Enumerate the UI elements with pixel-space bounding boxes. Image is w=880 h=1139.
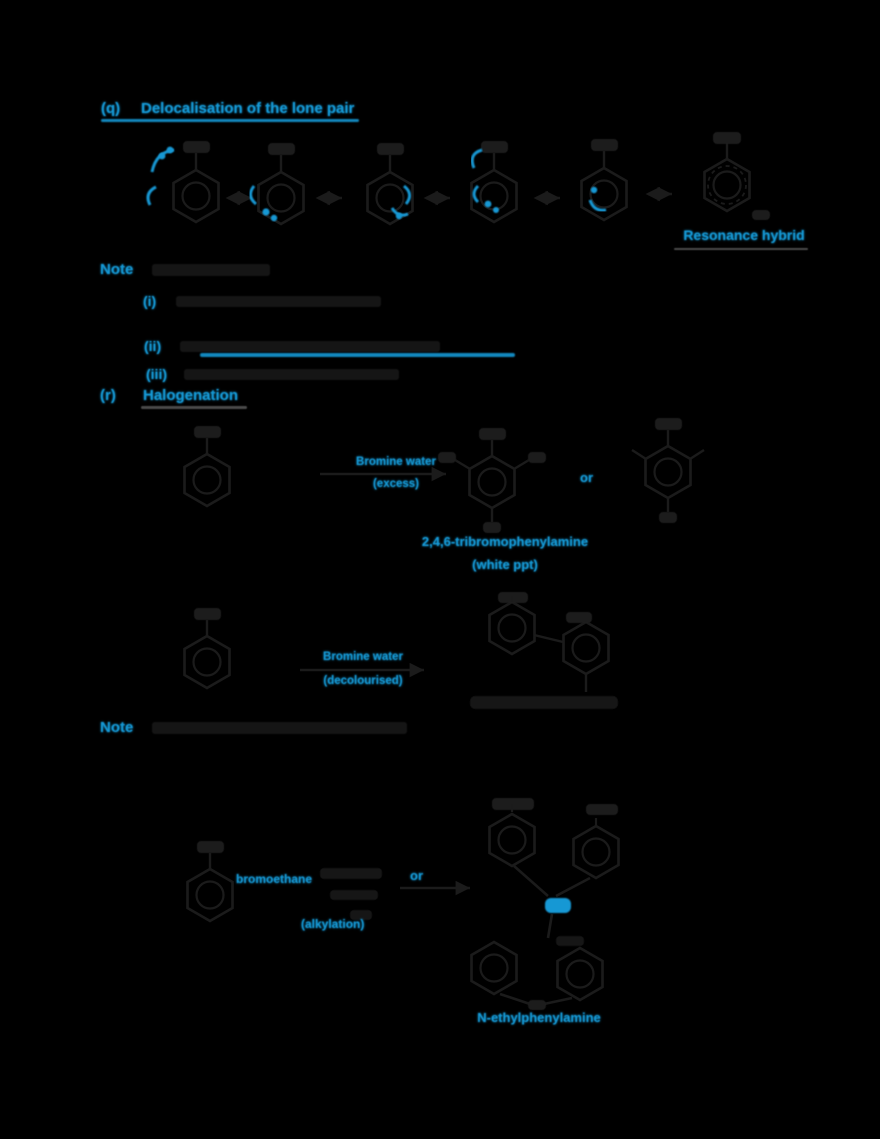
note1-item-ii: (ii) <box>144 338 162 354</box>
tribromo-alt-structure <box>631 418 705 523</box>
bromination-product-name: 2,4,6-tribromophenylamine <box>421 534 589 549</box>
highlighted-nh-group <box>545 898 571 913</box>
resonance-structure-3 <box>366 143 414 226</box>
alkylation-step-label: (alkylation) <box>301 917 365 931</box>
bromination-reagent: Bromine water <box>356 456 436 468</box>
section-q-underline <box>101 119 359 122</box>
note1-item-ii-highlight-underline <box>200 353 515 357</box>
reaction-2-products <box>470 592 618 709</box>
secondary-amine-structure <box>488 798 620 939</box>
resonance-hybrid-structure <box>703 132 770 220</box>
alkylating-agent-formula <box>320 868 382 920</box>
resonance-hybrid-caption: Resonance hybrid <box>683 227 805 243</box>
resonance-structure-1 <box>146 141 220 224</box>
note2-ink-text <box>152 722 407 734</box>
note1-item-i-ink-text <box>176 296 381 307</box>
section-r-underline <box>141 406 247 409</box>
section-q-title: Delocalisation of the lone pair <box>141 100 355 117</box>
resonance-structure-2 <box>249 143 305 226</box>
alkylation-or-label: or <box>410 868 423 883</box>
tribromo-product-structure <box>438 428 546 533</box>
phenylamine-structure-2 <box>183 608 231 690</box>
section-r-label: (r) <box>100 387 116 404</box>
note1-ink-text <box>152 264 270 276</box>
bromination-product-state: (white ppt) <box>472 557 538 572</box>
section-r-title: Halogenation <box>143 387 239 404</box>
alkylation-reagent-name: bromoethane <box>236 872 313 886</box>
note1-label: Note <box>100 261 134 278</box>
bromination-or-label: or <box>580 470 593 485</box>
reaction2-reagent: Bromine water <box>323 651 403 663</box>
bromination-condition: (excess) <box>372 478 420 490</box>
n-ethylphenylamine-structure <box>470 936 604 1010</box>
note1-item-iii-ink-text <box>184 369 399 380</box>
reaction2-condition: (decolourised) <box>323 675 403 687</box>
note1-item-ii-ink-text <box>180 341 440 352</box>
alkylation-product-name: N-ethylphenylamine <box>477 1010 601 1025</box>
note1-item-iii: (iii) <box>146 366 167 382</box>
resonance-structure-5 <box>580 139 628 222</box>
section-q-label: (q) <box>101 100 121 117</box>
phenylamine-structure-1 <box>183 426 231 508</box>
phenylamine-structure-3 <box>186 841 234 923</box>
note2-label: Note <box>100 719 134 736</box>
resonance-structure-4 <box>470 141 518 224</box>
resonance-hybrid-underline <box>674 248 808 250</box>
note1-item-i: (i) <box>143 293 157 309</box>
